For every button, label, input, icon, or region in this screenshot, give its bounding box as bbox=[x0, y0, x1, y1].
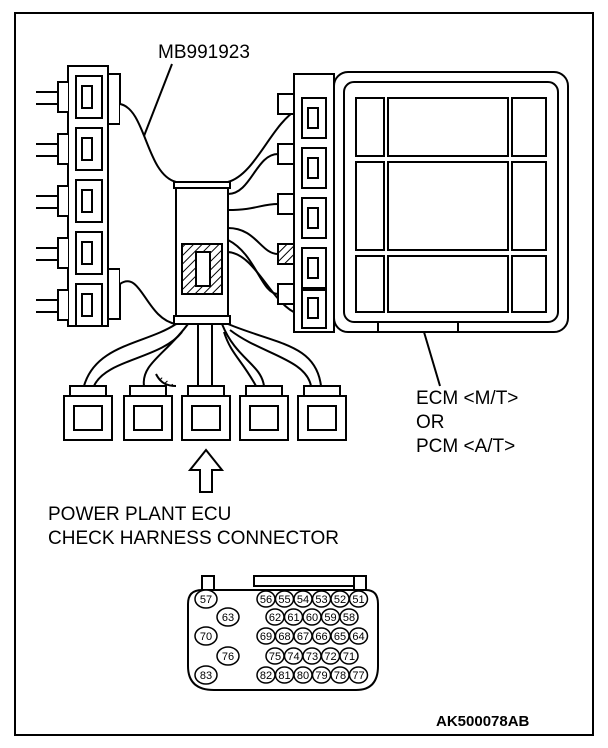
connector-pin-label: 71 bbox=[343, 651, 355, 663]
ecm-label-line3: PCM <A/T> bbox=[416, 436, 515, 457]
connector-pin-label: 80 bbox=[297, 670, 309, 682]
connector-pin-label: 77 bbox=[352, 670, 364, 682]
connector-pin-label: 66 bbox=[315, 631, 327, 643]
figure-code: AK500078AB bbox=[436, 713, 530, 730]
connector-pin bbox=[348, 666, 369, 684]
connector-pin-label: 61 bbox=[287, 612, 299, 624]
connector-pin bbox=[194, 589, 218, 609]
connector-pin bbox=[339, 608, 359, 626]
tool-label: MB991923 bbox=[158, 42, 250, 63]
ecm-pcm-body bbox=[333, 71, 569, 333]
connector-pin-label: 74 bbox=[287, 651, 299, 663]
connector-pin-label: 51 bbox=[352, 594, 364, 606]
connector-pin-label: 78 bbox=[334, 670, 346, 682]
connector-pin-label: 58 bbox=[343, 612, 355, 624]
check-plug-4 bbox=[239, 385, 289, 441]
connector-pin-label: 59 bbox=[324, 612, 336, 624]
connector-pin bbox=[194, 626, 218, 646]
left-plug-5 bbox=[57, 283, 103, 327]
check-harness-plugs bbox=[63, 385, 347, 441]
left-plug-4 bbox=[57, 231, 103, 275]
connector-pin-label: 63 bbox=[222, 612, 234, 624]
connector-pins: 57 56 55 54 53 52 51 63 62 61 60 59 58 70 69 68 67 66 65 64… bbox=[194, 589, 369, 685]
harness-diagram: MB991923 ECM <M/T> OR PCM <A/T> POWER PL… bbox=[36, 42, 569, 730]
connector-pin-label: 76 bbox=[222, 651, 234, 663]
connector-pin-label: 69 bbox=[260, 631, 272, 643]
connector-pin-label: 53 bbox=[315, 594, 327, 606]
up-arrow-icon bbox=[187, 448, 225, 493]
connector-pin-label: 75 bbox=[269, 651, 281, 663]
connector-pin-label: 62 bbox=[269, 612, 281, 624]
connector-pin-label: 72 bbox=[324, 651, 336, 663]
connector-pin-label: 82 bbox=[260, 670, 272, 682]
check-plug-3 bbox=[181, 385, 231, 441]
ecm-wires bbox=[227, 153, 279, 295]
connector-pin bbox=[348, 627, 369, 645]
connector-pin-label: 83 bbox=[200, 670, 212, 682]
connector-pin-label: 54 bbox=[297, 594, 309, 606]
left-plug-1 bbox=[57, 75, 103, 119]
connector-pin bbox=[339, 647, 359, 665]
connector-pin bbox=[216, 646, 240, 666]
caption-line1: POWER PLANT ECU bbox=[48, 504, 231, 525]
ecm-connector-strip bbox=[277, 73, 335, 333]
ecm-leader-line bbox=[423, 331, 441, 387]
connector-pin-label: 64 bbox=[352, 631, 364, 643]
ecm-label-line1: ECM <M/T> bbox=[416, 388, 518, 409]
connector-pin bbox=[216, 607, 240, 627]
connector-pin-label: 68 bbox=[278, 631, 290, 643]
left-connector-block bbox=[57, 65, 121, 327]
ecm-label-line2: OR bbox=[416, 412, 445, 433]
check-plug-2 bbox=[123, 385, 173, 441]
connector-pin-label: 67 bbox=[297, 631, 309, 643]
left-plug-2 bbox=[57, 127, 103, 171]
check-plug-1 bbox=[63, 385, 113, 441]
caption-line2: CHECK HARNESS CONNECTOR bbox=[48, 528, 339, 549]
check-plug-5 bbox=[297, 385, 347, 441]
connector-pin bbox=[348, 590, 369, 608]
left-plug-3 bbox=[57, 179, 103, 223]
connector-pin-label: 65 bbox=[334, 631, 346, 643]
connector-pin-label: 60 bbox=[306, 612, 318, 624]
connector-pin-label: 70 bbox=[200, 631, 212, 643]
diagram-frame: MB991923 ECM <M/T> OR PCM <A/T> POWER PL… bbox=[14, 12, 594, 736]
connector-pin-label: 52 bbox=[334, 594, 346, 606]
left-wires bbox=[36, 91, 58, 313]
connector-pin-label: 56 bbox=[260, 594, 272, 606]
connector-pin-label: 57 bbox=[200, 594, 212, 606]
tool-leader-line bbox=[143, 63, 173, 137]
connector-pin-label: 79 bbox=[315, 670, 327, 682]
connector-pin-label: 55 bbox=[278, 594, 290, 606]
connector-pin-label: 81 bbox=[278, 670, 290, 682]
connector-pin-label: 73 bbox=[306, 651, 318, 663]
connector-pin bbox=[194, 665, 218, 685]
